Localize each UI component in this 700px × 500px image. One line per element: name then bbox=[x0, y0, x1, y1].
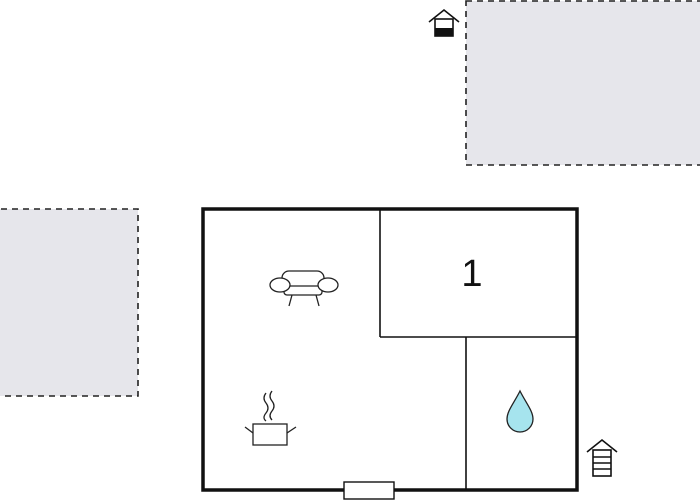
interior-walls bbox=[379, 209, 577, 490]
house-outline bbox=[201, 207, 579, 492]
sofa-icon bbox=[269, 270, 339, 307]
neighbor-building-left bbox=[0, 208, 139, 397]
neighbor-building-top-right bbox=[465, 0, 700, 166]
water-drop-icon bbox=[506, 389, 534, 433]
bedroom-number: 1 bbox=[461, 253, 482, 295]
cooking-pot-icon bbox=[244, 390, 297, 446]
house-icon bbox=[586, 438, 618, 477]
entrance-door bbox=[343, 481, 395, 500]
house-icon bbox=[428, 8, 460, 37]
